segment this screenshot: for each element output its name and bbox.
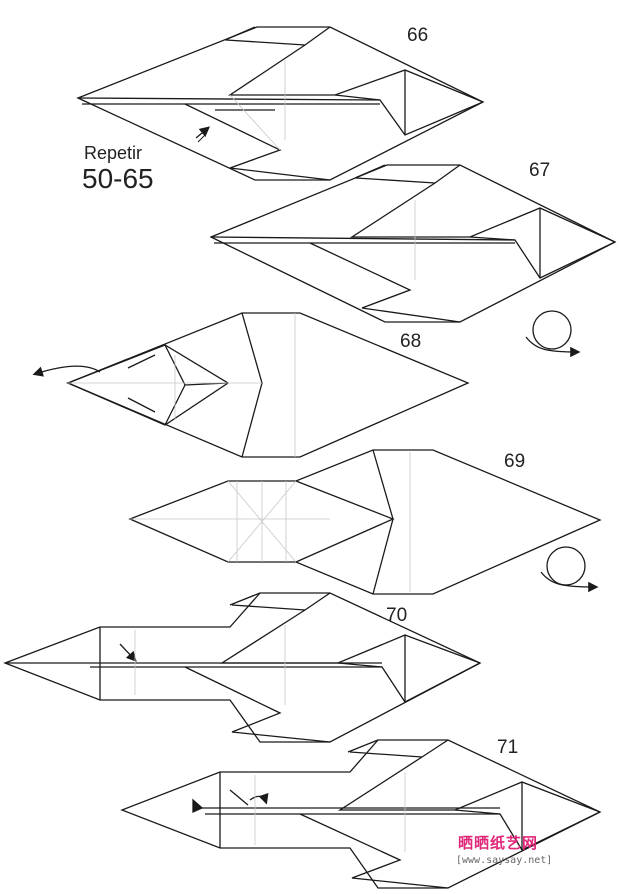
step-68-creases <box>68 313 296 457</box>
step-number-67: 67 <box>529 160 551 181</box>
step-number-70: 70 <box>386 605 408 626</box>
repeat-label: Repetir <box>84 143 143 163</box>
step-67-model <box>209 164 617 323</box>
turn-over-icon <box>540 546 599 593</box>
watermark-url: [www.saysay.net] <box>456 855 553 866</box>
step-71-model <box>120 739 602 889</box>
turn-over-icon <box>525 310 581 358</box>
step-71-creases <box>254 772 406 852</box>
step-number-68: 68 <box>400 331 422 352</box>
step-69-creases <box>130 452 411 592</box>
step-69-model <box>128 449 602 595</box>
step-66-model <box>76 26 485 181</box>
repeat-range: 50-65 <box>82 163 154 194</box>
step-70-creases <box>134 625 286 705</box>
watermark-site-name: 晒晒纸艺网 <box>458 834 539 852</box>
step-70-model <box>3 592 482 743</box>
step-number-69: 69 <box>504 451 526 472</box>
step-66-creases <box>229 60 286 151</box>
step-number-66: 66 <box>407 25 429 46</box>
step-number-71: 71 <box>497 737 519 758</box>
